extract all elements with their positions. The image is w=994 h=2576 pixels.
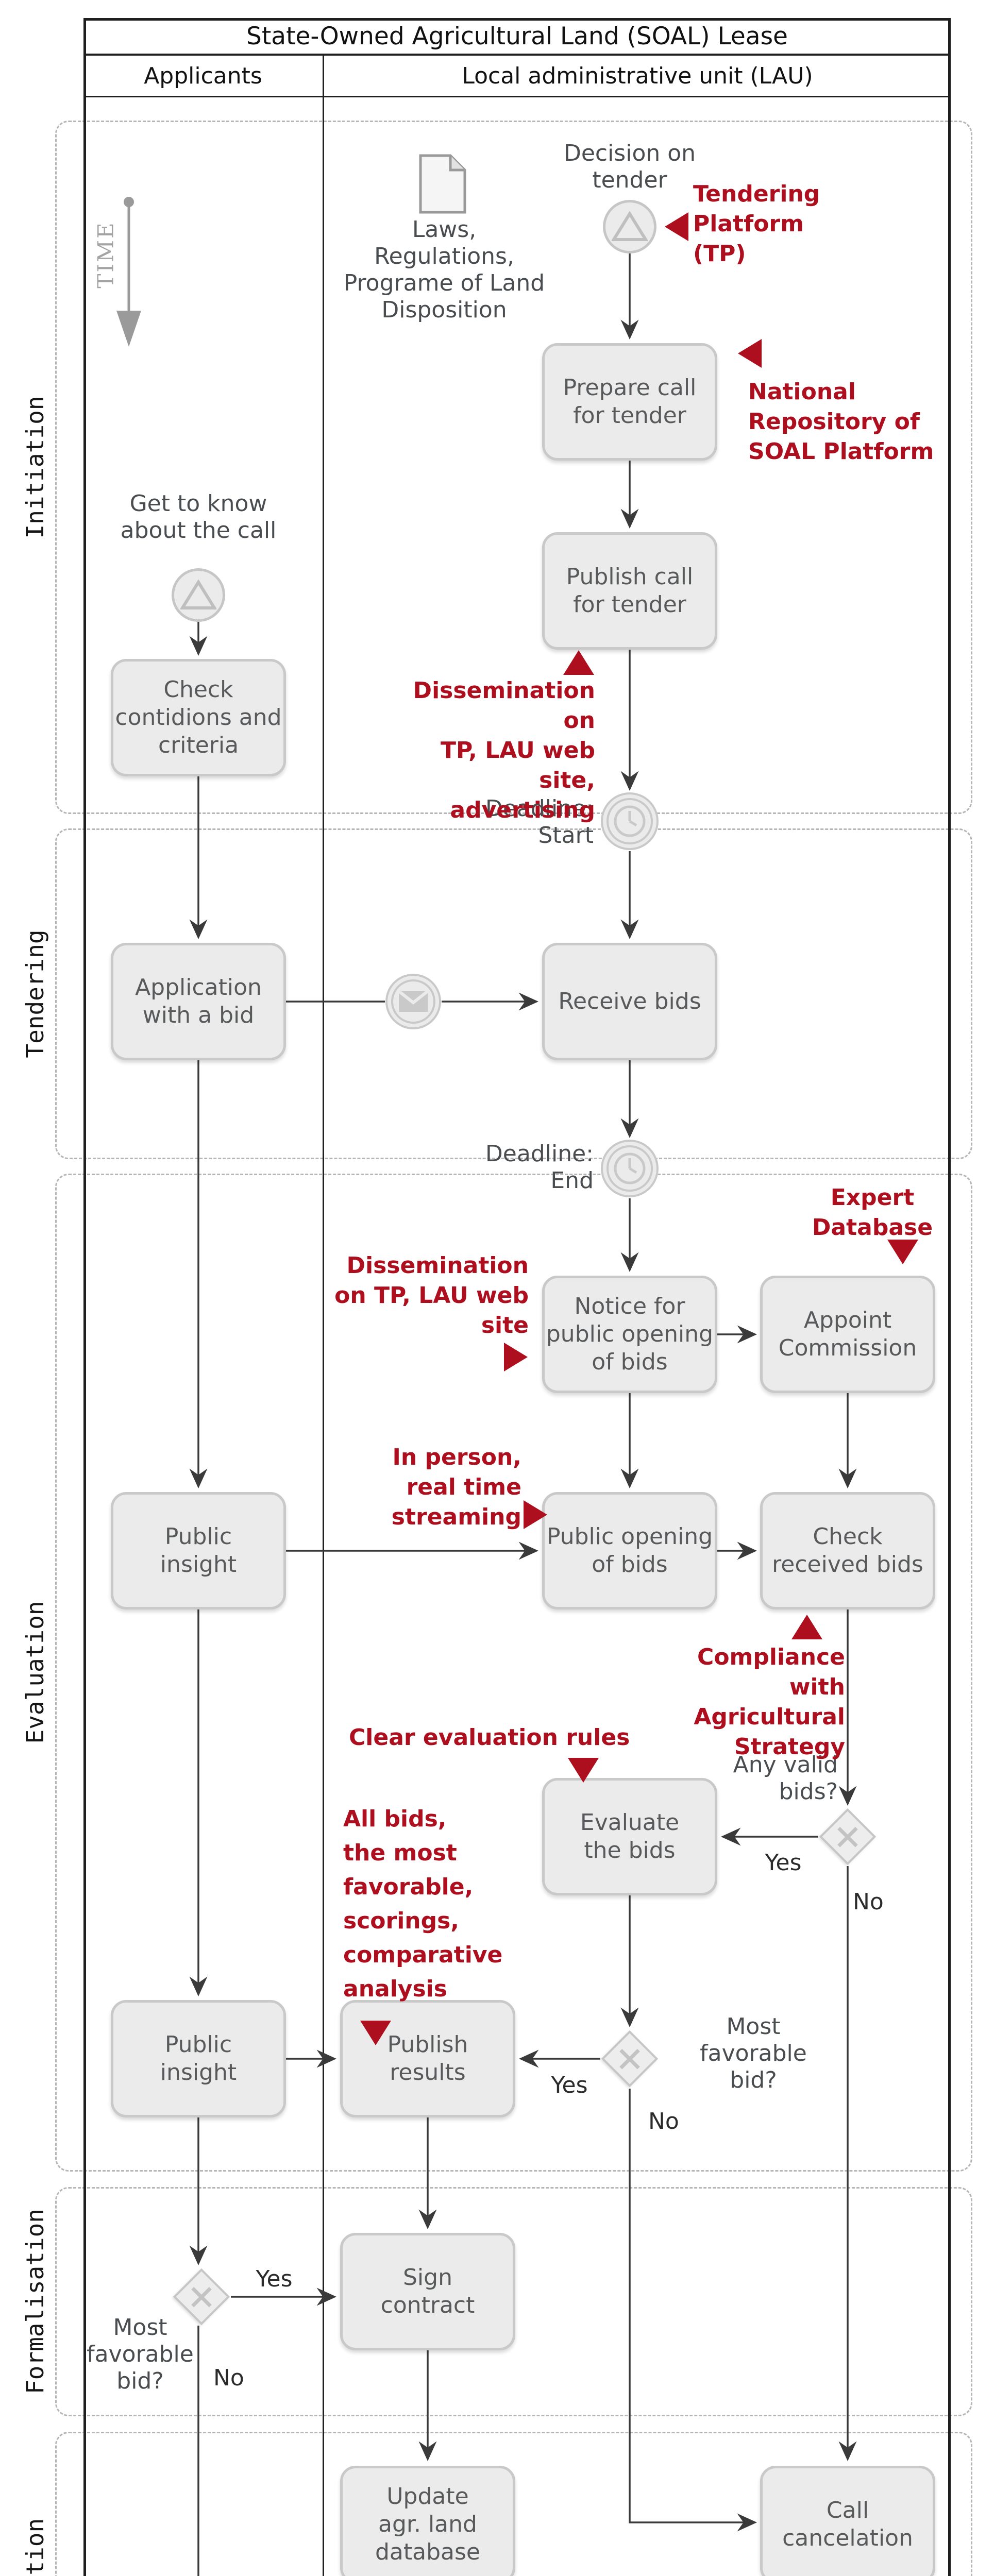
task-public-insight-1: Public insight <box>111 1492 286 1609</box>
phase-band-finalization <box>55 2432 972 2576</box>
timer-icon <box>601 792 659 850</box>
message-envelope-icon <box>385 974 441 1029</box>
arrow-down-icon <box>568 1758 599 1783</box>
task-appoint-commission: Appoint Commission <box>760 1276 935 1393</box>
decision-on-tender-label: Decision on tender <box>563 140 696 193</box>
x-gateway-icon <box>601 2030 659 2088</box>
lane-divider <box>323 56 324 2576</box>
task-label: Publish call for tender <box>566 564 694 618</box>
task-label: Call cancelation <box>782 2497 913 2551</box>
most-favorable-eval-question: Most favorable bid? <box>700 2013 807 2093</box>
arrow-left-icon <box>738 339 762 368</box>
task-public-insight-2: Public insight <box>111 2000 286 2117</box>
task-call-cancelation: Call cancelation <box>760 2466 935 2576</box>
edge-label-yes: Yes <box>256 2266 293 2292</box>
task-label: Sign contract <box>380 2264 475 2318</box>
phase-band-tendering <box>55 828 972 1159</box>
task-label: Check contidions and criteria <box>115 676 282 758</box>
deadline-end-label: Deadline: End <box>485 1141 594 1194</box>
task-label: Prepare call for tender <box>563 375 697 429</box>
task-notice-opening: Notice for public opening of bids <box>542 1276 717 1393</box>
arrow-up-icon <box>563 650 594 675</box>
document-icon <box>418 154 468 216</box>
gateway-most-favorable-form <box>173 2268 230 2326</box>
annotation-all-bids: All bids, the most favorable, scorings, … <box>343 1806 503 2002</box>
task-publish-results: Publish results <box>340 2000 515 2117</box>
deadline-start-label: Deadline: Start <box>485 795 594 849</box>
task-label: Public insight <box>160 2031 237 2086</box>
lane-header-lau: Local administrative unit (LAU) <box>462 62 813 89</box>
annotation-expert-database: Expert Database <box>812 1184 933 1241</box>
x-gateway-icon <box>819 1808 877 1866</box>
gateway-any-valid-bids <box>819 1808 877 1866</box>
task-label: Public insight <box>160 1523 237 1578</box>
phase-band-initiation <box>55 121 972 814</box>
arrow-down-icon <box>360 2021 391 2045</box>
time-axis-label: TIME <box>93 221 119 289</box>
page-title: State-Owned Agricultural Land (SOAL) Lea… <box>246 22 788 50</box>
annotation-national-repository: National Repository of SOAL Platform <box>748 379 934 465</box>
arrow-right-icon <box>524 1500 547 1529</box>
task-publish-call: Publish call for tender <box>542 532 717 650</box>
task-label: Receive bids <box>558 988 701 1015</box>
any-valid-bids-question: Any valid bids? <box>733 1752 838 1805</box>
task-label: Public opening of bids <box>546 1523 713 1578</box>
task-label: Application with a bid <box>135 974 262 1028</box>
edge-label-no: No <box>213 2365 244 2391</box>
most-favorable-form-question: Most favorable bid? <box>87 2314 194 2394</box>
task-check-received: Check received bids <box>760 1492 935 1609</box>
phase-band-evaluation <box>55 1174 972 2172</box>
phase-band-formalisation <box>55 2187 972 2416</box>
signal-start-icon <box>172 568 225 622</box>
task-label: Check received bids <box>772 1523 923 1578</box>
annotation-clear-rules: Clear evaluation rules <box>349 1724 630 1751</box>
get-to-know-label: Get to know about the call <box>120 490 277 544</box>
task-prepare-call: Prepare call for tender <box>542 343 717 461</box>
task-update-database: Update agr. land database <box>340 2466 515 2576</box>
task-evaluate-bids: Evaluate the bids <box>542 1778 717 1895</box>
annotation-dissemination-advertising: Dissemination on TP, LAU web site, adver… <box>413 677 595 823</box>
lane-header-separator <box>83 96 951 97</box>
annotation-compliance: Compliance with Agricultural Strategy <box>694 1644 845 1760</box>
document-label: Laws, Regulations, Programe of Land Disp… <box>343 216 545 323</box>
task-label: Update agr. land database <box>375 2483 480 2565</box>
x-gateway-icon <box>173 2268 230 2326</box>
task-receive-bids: Receive bids <box>542 943 717 1060</box>
arrow-right-icon <box>504 1343 528 1371</box>
edge-label-yes: Yes <box>765 1850 802 1876</box>
lane-header-applicants: Applicants <box>144 62 262 89</box>
signal-start-icon <box>603 200 656 253</box>
time-arrow-icon <box>113 195 144 351</box>
annotation-in-person: In person, real time streaming <box>391 1444 521 1530</box>
arrow-down-icon <box>887 1240 918 1264</box>
annotation-tendering-platform: Tendering Platform (TP) <box>693 181 820 267</box>
arrow-up-icon <box>791 1615 822 1639</box>
task-label: Publish results <box>387 2031 468 2086</box>
task-public-opening: Public opening of bids <box>542 1492 717 1609</box>
annotation-dissemination-web: Dissemination on TP, LAU web site <box>334 1252 529 1338</box>
task-label: Evaluate the bids <box>580 1809 680 1863</box>
task-application-bid: Application with a bid <box>111 943 286 1060</box>
edge-label-no: No <box>648 2108 679 2134</box>
timer-icon <box>601 1140 659 1197</box>
edge-label-no: No <box>853 1889 884 1915</box>
task-label: Notice for public opening of bids <box>546 1293 714 1375</box>
arrow-left-icon <box>665 212 688 241</box>
task-check-conditions: Check contidions and criteria <box>111 659 286 776</box>
gateway-most-favorable-eval <box>601 2030 659 2088</box>
task-label: Appoint Commission <box>778 1307 917 1361</box>
task-sign-contract: Sign contract <box>340 2233 515 2350</box>
edge-label-yes: Yes <box>551 2072 588 2098</box>
title-separator <box>83 54 951 56</box>
